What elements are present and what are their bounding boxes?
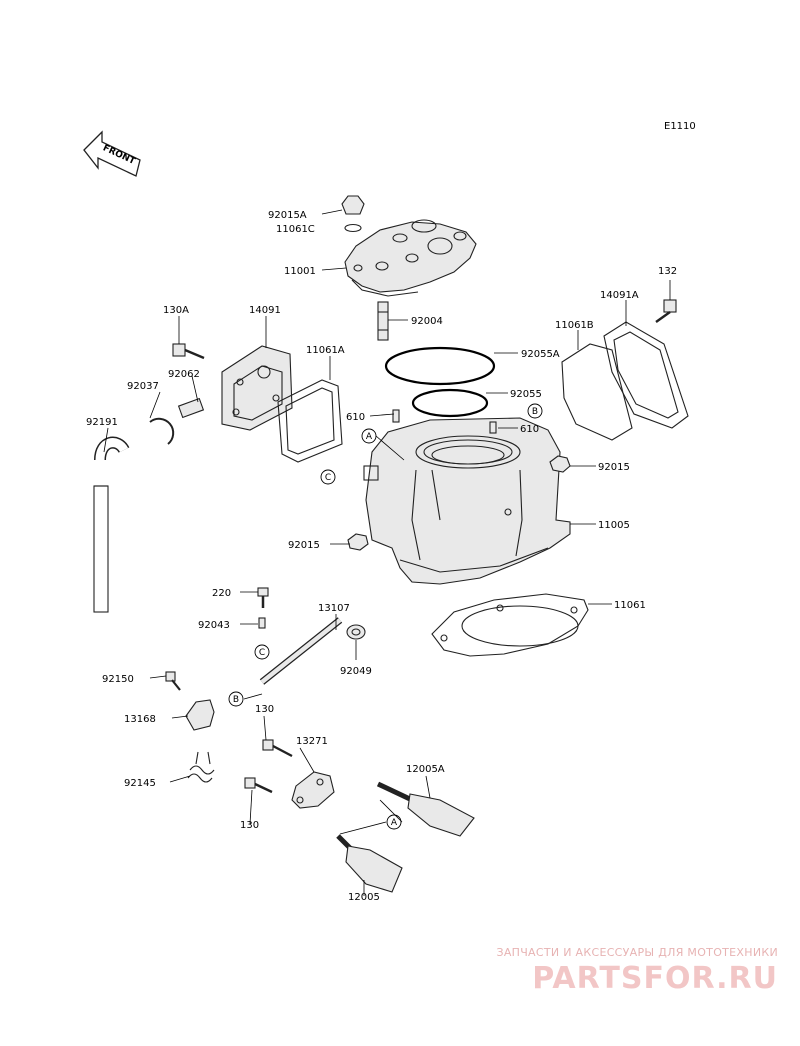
label-92145: 92145 [124,778,156,789]
cover-14091a [603,321,689,429]
label-13107: 13107 [318,603,350,614]
label-130-lower: 130 [240,820,259,831]
label-130A: 130A [163,305,189,316]
label-92191: 92191 [86,417,118,428]
label-220: 220 [212,588,231,599]
label-12005: 12005 [348,892,380,903]
ref-marker-a-lower: A [386,814,402,830]
oil-seal [346,624,366,640]
label-610-left: 610 [346,412,365,423]
part-labels: 92015A 11061C 11001 132 14091A 11061B 13… [86,210,677,903]
label-11001: 11001 [284,266,316,277]
cover-gasket [277,379,343,463]
pin [258,617,266,629]
label-92150: 92150 [102,674,134,685]
hose [93,436,130,613]
watermark: ЗАПЧАСТИ И АКСЕССУАРЫ ДЛЯ МОТОТЕХНИКИ PA… [478,946,778,996]
label-610-right: 610 [520,424,539,435]
spring [187,751,215,783]
label-12005A: 12005A [406,764,445,775]
ref-marker-c: C [320,469,336,485]
front-arrow: FRONT [83,130,141,177]
gasket-11061b [561,343,633,441]
ref-marker-b-lower: B [228,691,244,707]
cylinder-head [344,219,477,297]
label-92049: 92049 [340,666,372,677]
diagram-code: E1110 [664,121,696,132]
svg-text:B: B [233,695,239,705]
screw [165,671,181,691]
small-bolt [257,587,269,608]
ref-marker-a: A [361,428,377,444]
watermark-brand: PARTSFOR.RU [532,961,778,996]
label-92004: 92004 [411,316,443,327]
watermark-tagline: ЗАПЧАСТИ И АКСЕССУАРЫ ДЛЯ МОТОТЕХНИКИ [496,946,778,959]
ref-marker-c-lower: C [254,644,270,660]
label-92055: 92055 [510,389,542,400]
label-132: 132 [658,266,677,277]
svg-text:B: B [532,407,538,417]
svg-text:A: A [391,818,398,828]
exhaust-valve [336,834,403,893]
label-11061B: 11061B [555,320,594,331]
dowel-pin [489,421,497,434]
svg-text:C: C [259,648,265,658]
exhaust-valve-a [376,781,475,837]
label-92043: 92043 [198,620,230,631]
collar [177,397,205,419]
leader-lines [103,209,671,896]
dowel-pin [392,409,400,423]
label-11061: 11061 [614,600,646,611]
label-92055A: 92055A [521,349,560,360]
head-nut [341,195,365,233]
label-14091: 14091 [249,305,281,316]
label-11005: 11005 [598,520,630,531]
bolt-132 [655,299,677,323]
label-14091A: 14091A [600,290,639,301]
o-ring-large [384,346,496,386]
svg-text:C: C [325,473,331,483]
bolt-130-lower [244,777,273,794]
valve-cover [221,345,293,431]
label-92015-right: 92015 [598,462,630,473]
label-92015A: 92015A [268,210,307,221]
label-13168: 13168 [124,714,156,725]
bolt-130-upper [262,739,293,758]
label-92037: 92037 [127,381,159,392]
svg-text:A: A [366,432,373,442]
stud [377,301,389,341]
o-ring-small [411,388,489,418]
clip [149,417,175,445]
ref-marker-b: B [527,403,543,419]
label-130-upper: 130 [255,704,274,715]
label-92062: 92062 [168,369,200,380]
cylinder-block [363,417,571,585]
bolt [172,343,205,360]
lever [185,699,215,731]
nut [347,533,369,551]
label-13271: 13271 [296,736,328,747]
label-11061C: 11061C [276,224,315,235]
label-11061A: 11061A [306,345,345,356]
label-92015-left: 92015 [288,540,320,551]
base-gasket [431,593,589,657]
